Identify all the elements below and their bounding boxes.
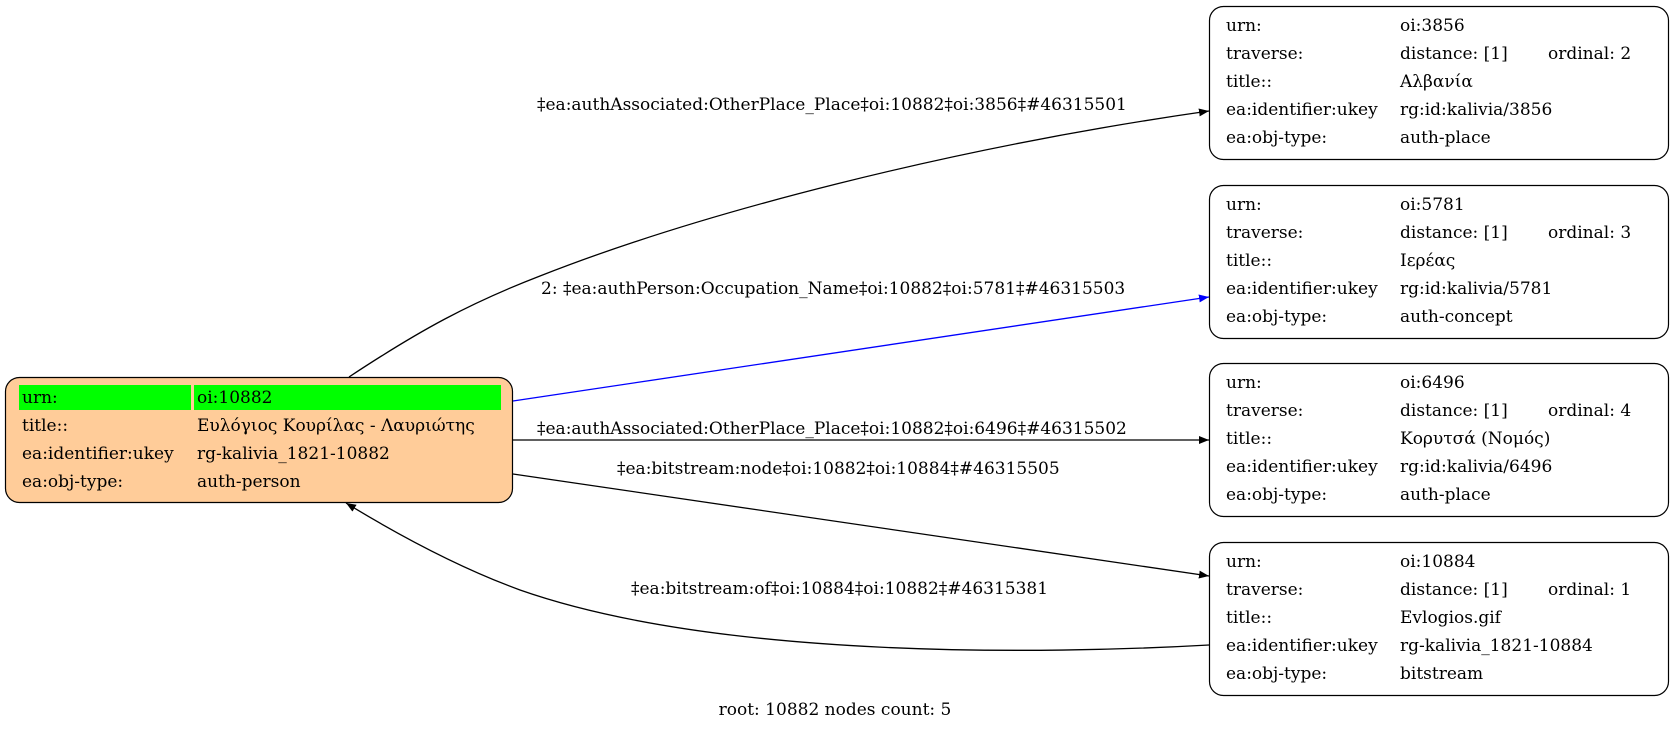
- node-row-key: ea:identifier:ukey: [1226, 279, 1378, 299]
- node-row-value: rg:id:kalivia/6496: [1400, 457, 1552, 477]
- node-row-key: urn:: [1226, 552, 1262, 572]
- node-row-key: ea:obj-type:: [1226, 664, 1327, 684]
- node-row-value: bitstream: [1400, 664, 1483, 684]
- node-row-value: rg:id:kalivia/5781: [1400, 279, 1552, 299]
- node-row-value: distance: [1]: [1400, 44, 1508, 64]
- node-row-value: Ιερέας: [1400, 251, 1455, 271]
- node-row-key: ea:obj-type:: [1226, 307, 1327, 327]
- node-row-key: traverse:: [1226, 44, 1303, 64]
- node-oi-10884[interactable]: urn: oi:10884 traverse: distance: [1] ordina…: [1208, 541, 1670, 697]
- node-box: [1208, 362, 1670, 518]
- root-title-value: Ευλόγιος Κουρίλας - Λαυριώτης: [197, 416, 475, 436]
- root-urn-value: oi:10882: [197, 388, 272, 408]
- node-row-value: Αλβανία: [1399, 72, 1473, 92]
- edge-label: ‡ea:authAssociated:OtherPlace_Place‡oi:1…: [537, 419, 1127, 439]
- node-oi-6496[interactable]: urn: oi:6496 traverse: distance: [1] ordinal…: [1208, 362, 1670, 518]
- node-row-value: oi:10884: [1400, 552, 1475, 572]
- node-row-key: title::: [1226, 251, 1272, 271]
- root-title-key: title::: [22, 416, 68, 436]
- node-row-ordinal: ordinal: 3: [1548, 223, 1631, 243]
- highlight-value-cell: [194, 385, 501, 410]
- node-row-key: title::: [1226, 72, 1272, 92]
- root-objtype-value: auth-person: [197, 472, 301, 492]
- node-box: [1208, 5, 1670, 161]
- node-row-key: urn:: [1226, 16, 1262, 36]
- node-row-ordinal: ordinal: 4: [1548, 401, 1631, 421]
- node-row-ordinal: ordinal: 2: [1548, 44, 1631, 64]
- node-row-value: distance: [1]: [1400, 401, 1508, 421]
- edge-label: ‡ea:bitstream:node‡oi:10882‡oi:10884‡#46…: [617, 459, 1060, 479]
- node-row-key: title::: [1226, 608, 1272, 628]
- root-ukey-key: ea:identifier:ukey: [22, 444, 174, 464]
- edge-from-oi-10884-to-root[interactable]: [345, 502, 1210, 651]
- node-row-key: ea:identifier:ukey: [1226, 457, 1378, 477]
- node-row-value: distance: [1]: [1400, 223, 1508, 243]
- node-row-ordinal: ordinal: 1: [1548, 580, 1631, 600]
- graph-caption: root: 10882 nodes count: 5: [719, 700, 952, 720]
- root-objtype-key: ea:obj-type:: [22, 472, 123, 492]
- node-row-value: rg-kalivia_1821-10884: [1400, 636, 1593, 656]
- node-row-key: traverse:: [1226, 580, 1303, 600]
- edge-label: ‡ea:bitstream:of‡oi:10884‡oi:10882‡#4631…: [631, 579, 1048, 599]
- node-row-key: ea:obj-type:: [1226, 128, 1327, 148]
- edges-layer: ‡ea:authAssociated:OtherPlace_Place‡oi:1…: [345, 95, 1210, 651]
- node-box: [1208, 184, 1670, 340]
- node-row-value: distance: [1]: [1400, 580, 1508, 600]
- node-row-value: Κορυτσά (Νομός): [1400, 429, 1550, 449]
- node-row-key: ea:identifier:ukey: [1226, 100, 1378, 120]
- node-oi-3856[interactable]: urn: oi:3856 traverse: distance: [1] ordinal…: [1208, 5, 1670, 161]
- node-row-key: traverse:: [1226, 223, 1303, 243]
- edge-label: 2: ‡ea:authPerson:Occupation_Name‡oi:108…: [541, 279, 1125, 299]
- node-row-value: auth-concept: [1400, 307, 1513, 327]
- node-oi-5781[interactable]: urn: oi:5781 traverse: distance: [1] ordinal…: [1208, 184, 1670, 340]
- node-row-value: rg:id:kalivia/3856: [1400, 100, 1552, 120]
- node-row-key: traverse:: [1226, 401, 1303, 421]
- node-row-value: Evlogios.gif: [1400, 608, 1503, 628]
- node-row-key: ea:identifier:ukey: [1226, 636, 1378, 656]
- root-node[interactable]: urn: oi:10882 title:: Ευλόγιος Κουρίλας …: [4, 376, 514, 504]
- node-row-value: oi:5781: [1400, 195, 1465, 215]
- edge-to-oi-5781[interactable]: [512, 294, 1210, 402]
- nodes-layer: urn: oi:3856 traverse: distance: [1] ordinal…: [1208, 5, 1670, 697]
- node-box: [1208, 541, 1670, 697]
- node-row-value: oi:3856: [1400, 16, 1465, 36]
- node-row-value: auth-place: [1400, 485, 1491, 505]
- highlight-key-cell: [19, 385, 191, 410]
- node-row-key: ea:obj-type:: [1226, 485, 1327, 505]
- edge-to-oi-10884[interactable]: [512, 473, 1210, 579]
- root-urn-key: urn:: [22, 388, 58, 408]
- node-row-key: urn:: [1226, 373, 1262, 393]
- node-row-value: oi:6496: [1400, 373, 1465, 393]
- node-row-value: auth-place: [1400, 128, 1491, 148]
- edge-to-oi-3856[interactable]: [348, 108, 1210, 378]
- root-ukey-value: rg-kalivia_1821-10882: [197, 444, 390, 464]
- edge-label: ‡ea:authAssociated:OtherPlace_Place‡oi:1…: [537, 95, 1127, 115]
- node-row-key: urn:: [1226, 195, 1262, 215]
- node-row-key: title::: [1226, 429, 1272, 449]
